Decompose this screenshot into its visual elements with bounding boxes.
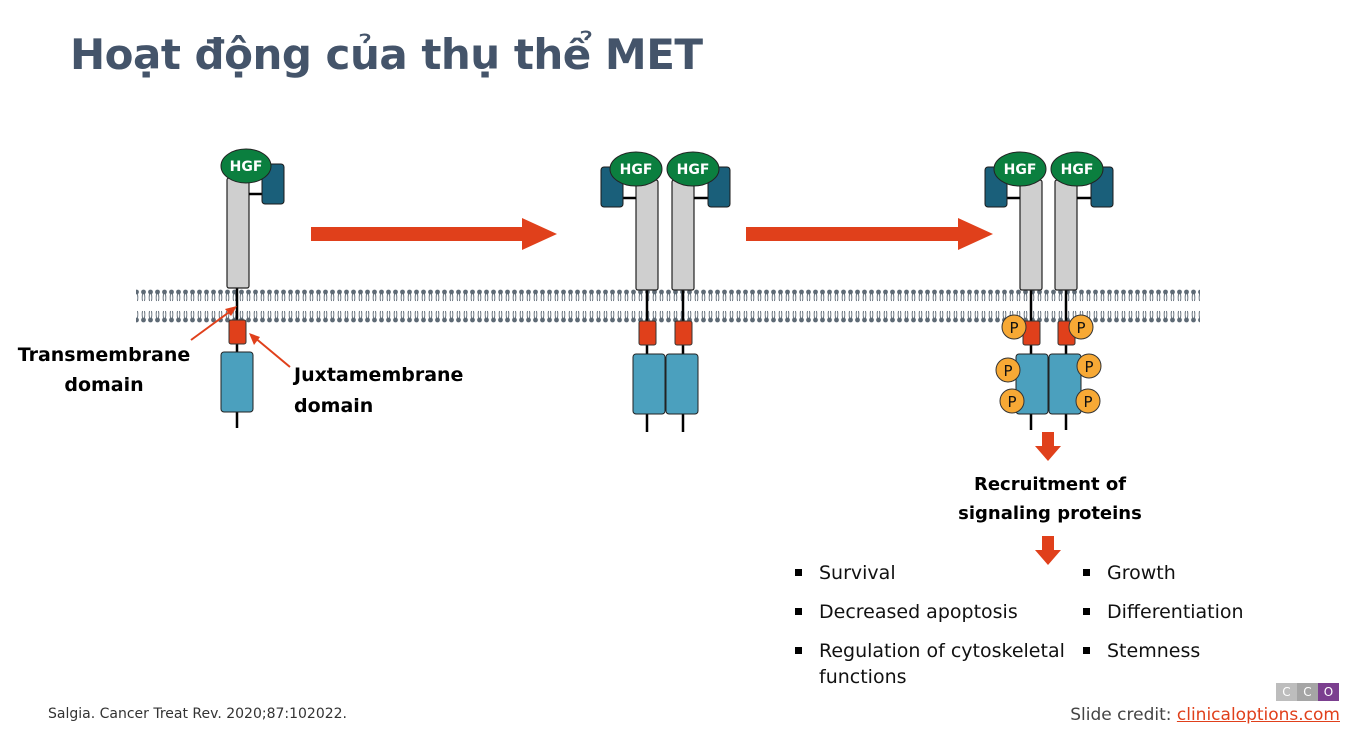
credit-link[interactable]: clinicaloptions.com bbox=[1176, 705, 1340, 725]
phospho-site: P bbox=[1001, 314, 1027, 340]
svg-text:P: P bbox=[1083, 393, 1092, 411]
outcome-item: Regulation of cytoskeletal functions bbox=[793, 638, 1083, 690]
kinase-domain bbox=[1048, 353, 1082, 415]
cco-logo: C C O bbox=[1276, 683, 1339, 701]
hgf-ligand: HGF bbox=[666, 151, 720, 187]
outcomes-list-right: Growth Differentiation Stemness bbox=[1081, 560, 1281, 677]
svg-text:P: P bbox=[1003, 362, 1012, 380]
juxtamembrane-domain bbox=[228, 319, 247, 345]
outcome-item: Survival bbox=[793, 560, 1083, 586]
met-receptor-monomer: HGF bbox=[220, 148, 285, 428]
outcome-item: Growth bbox=[1081, 560, 1281, 586]
label-line: domain bbox=[294, 395, 374, 417]
hgf-ligand: HGF bbox=[993, 151, 1047, 187]
logo-letter: C bbox=[1297, 683, 1318, 701]
phospho-site: P bbox=[1075, 388, 1101, 414]
phospho-site: P bbox=[1076, 353, 1102, 379]
slide-title: Hoạt động của thụ thể MET bbox=[70, 30, 703, 79]
svg-text:HGF: HGF bbox=[677, 162, 710, 178]
label-line: signaling proteins bbox=[958, 503, 1142, 524]
svg-text:P: P bbox=[1084, 358, 1093, 376]
slide-credit: Slide credit: clinicaloptions.com bbox=[1070, 705, 1340, 725]
svg-text:HGF: HGF bbox=[230, 159, 263, 175]
svg-text:HGF: HGF bbox=[1061, 162, 1094, 178]
met-receptor-activated: HGF HGF P P P P P P bbox=[984, 151, 1114, 430]
label-line: Transmembrane bbox=[17, 344, 191, 366]
hgf-ligand: HGF bbox=[609, 151, 663, 187]
down-arrow-recruitment bbox=[1035, 432, 1061, 461]
svg-text:HGF: HGF bbox=[620, 162, 653, 178]
hgf-ligand: HGF bbox=[220, 148, 272, 184]
juxtamembrane-domain bbox=[638, 320, 657, 346]
met-receptor-dimer: HGF HGF bbox=[600, 151, 731, 432]
hgf-ligand: HGF bbox=[1050, 151, 1104, 187]
label-line: Recruitment of bbox=[973, 474, 1127, 495]
transmembrane-pointer bbox=[190, 306, 237, 341]
phospho-site: P bbox=[999, 388, 1025, 414]
transmembrane-domain-label: Transmembrane domain bbox=[14, 340, 194, 400]
kinase-domain bbox=[632, 353, 666, 415]
label-line: domain bbox=[64, 374, 144, 396]
cell-membrane bbox=[136, 288, 1200, 324]
logo-letter: O bbox=[1318, 683, 1339, 701]
kinase-domain bbox=[665, 353, 699, 415]
credit-prefix: Slide credit: bbox=[1070, 705, 1172, 725]
phospho-site: P bbox=[1068, 314, 1094, 340]
activation-arrow-2 bbox=[746, 218, 993, 250]
phospho-site: P bbox=[995, 357, 1021, 383]
label-line: Juxtamembrane bbox=[294, 364, 464, 386]
juxtamembrane-domain bbox=[674, 320, 693, 346]
outcome-item: Differentiation bbox=[1081, 599, 1281, 625]
svg-text:P: P bbox=[1007, 393, 1016, 411]
outcome-item: Decreased apoptosis bbox=[793, 599, 1083, 625]
logo-letter: C bbox=[1276, 683, 1297, 701]
svg-text:P: P bbox=[1076, 319, 1085, 337]
svg-text:P: P bbox=[1009, 319, 1018, 337]
juxtamembrane-domain-label: Juxtamembrane domain bbox=[294, 360, 463, 422]
kinase-domain bbox=[220, 351, 254, 413]
outcome-item: Stemness bbox=[1081, 638, 1281, 664]
reference-citation: Salgia. Cancer Treat Rev. 2020;87:102022… bbox=[48, 706, 348, 722]
juxtamembrane-pointer bbox=[249, 333, 291, 368]
activation-arrow-1 bbox=[311, 218, 557, 250]
outcomes-list-left: Survival Decreased apoptosis Regulation … bbox=[793, 560, 1083, 703]
recruitment-label: Recruitment of signaling proteins bbox=[940, 470, 1160, 528]
down-arrow-outcomes bbox=[1035, 536, 1061, 565]
svg-text:HGF: HGF bbox=[1004, 162, 1037, 178]
